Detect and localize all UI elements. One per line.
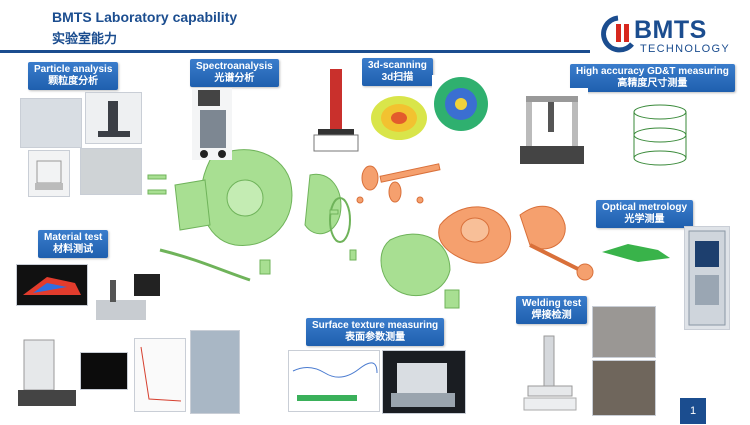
particle-sample-photo [80, 148, 142, 195]
label-material-cn: 材料测试 [53, 244, 94, 255]
optical-metrology-machine [684, 226, 730, 330]
label-welding-test: Welding test 焊接检测 [516, 296, 588, 324]
cylinder-plot-icon [633, 104, 687, 166]
3d-scanner-rig-photo [310, 65, 362, 153]
label-surface-en: Surface texture measuring [312, 320, 439, 331]
label-material-test: Material test 材料测试 [38, 230, 109, 258]
logo-wordmark: BMTS [634, 16, 707, 44]
label-optical-cn: 光学测量 [624, 214, 665, 225]
cmm-machine-photo [516, 88, 588, 168]
label-particle-analysis: Particle analysis 颗粒度分析 [28, 62, 119, 90]
label-gdt-measuring: High accuracy GD&T measuring 高精度尺寸测量 [570, 64, 735, 92]
material-heatmap-icon [23, 277, 81, 295]
page-title-en: BMTS Laboratory capability [52, 9, 238, 25]
label-particle-en: Particle analysis [34, 64, 113, 75]
label-welding-cn: 焊接检测 [531, 310, 572, 321]
test-microscope-icon [96, 274, 160, 320]
spectrometer-photo [192, 88, 232, 160]
material-sample-photo [190, 330, 240, 414]
optical-result-icon [602, 244, 670, 262]
label-gdt-en: High accuracy GD&T measuring [576, 66, 729, 77]
particle-lab-photo [20, 98, 82, 148]
scanner-rig-icon [313, 69, 359, 152]
page-title-cn: 实验室能力 [52, 31, 118, 46]
logo-subtitle: TECHNOLOGY [640, 43, 731, 55]
stress-strain-curve-icon [140, 346, 182, 402]
label-optical-metrology: Optical metrology 光学测量 [596, 200, 694, 228]
label-optical-en: Optical metrology [602, 202, 688, 213]
label-3d-scanning: 3d-scanning 3d扫描 [362, 58, 433, 86]
page-number: 1 [680, 398, 706, 424]
label-gdt-cn: 高精度尺寸测量 [617, 78, 688, 89]
optical-scan-result [598, 232, 674, 272]
label-spectro-cn: 光谱分析 [214, 73, 255, 84]
microscope-photo [85, 92, 142, 144]
label-material-en: Material test [44, 232, 103, 243]
weld-section-photo-1 [592, 306, 656, 358]
scanned-impeller-heatmap [368, 92, 430, 144]
surface-profile-chart [288, 350, 380, 412]
label-spectroanalysis: Spectroanalysis 光谱分析 [190, 59, 279, 87]
microscope-icon [98, 101, 130, 137]
cmm-machine-icon [520, 96, 584, 164]
weld-section-photo-2 [592, 360, 656, 416]
spectrometer-icon [198, 90, 226, 158]
material-test-microscope [90, 270, 162, 325]
scanned-turbine-heatmap [432, 75, 490, 133]
balance-scale-icon [35, 160, 63, 190]
bmts-logo: BMTS TECHNOLOGY [598, 14, 731, 58]
label-particle-cn: 颗粒度分析 [48, 76, 99, 87]
surface-profile-icon [292, 362, 378, 401]
bmts-logo-mark-icon [601, 15, 634, 53]
label-spectro-en: Spectroanalysis [196, 61, 273, 72]
title-underline [0, 50, 590, 53]
turbocharger-exploded-view [147, 149, 594, 309]
profilometer-icon [391, 363, 455, 407]
impeller-heatmap-icon [371, 96, 427, 140]
balance-scale-photo [28, 150, 70, 197]
hardness-tester-photo [14, 332, 80, 410]
gdt-measurement-plot [600, 98, 720, 176]
hardness-tester-icon [18, 339, 76, 406]
material-monitor-photo [80, 352, 128, 390]
label-surface-texture: Surface texture measuring 表面参数测量 [306, 318, 445, 346]
label-surface-cn: 表面参数测量 [345, 332, 406, 343]
label-scanning-cn: 3d扫描 [381, 72, 414, 83]
stress-strain-chart-photo [134, 338, 186, 412]
material-heatmap-screen [16, 264, 88, 306]
turbine-heatmap-icon [434, 77, 488, 131]
optical-machine-icon [688, 230, 726, 326]
surface-texture-instrument [382, 350, 466, 414]
stereo-microscope-photo [514, 330, 586, 414]
label-welding-en: Welding test [522, 298, 582, 309]
stereo-microscope-icon [523, 335, 577, 411]
label-scanning-en: 3d-scanning [368, 60, 427, 71]
